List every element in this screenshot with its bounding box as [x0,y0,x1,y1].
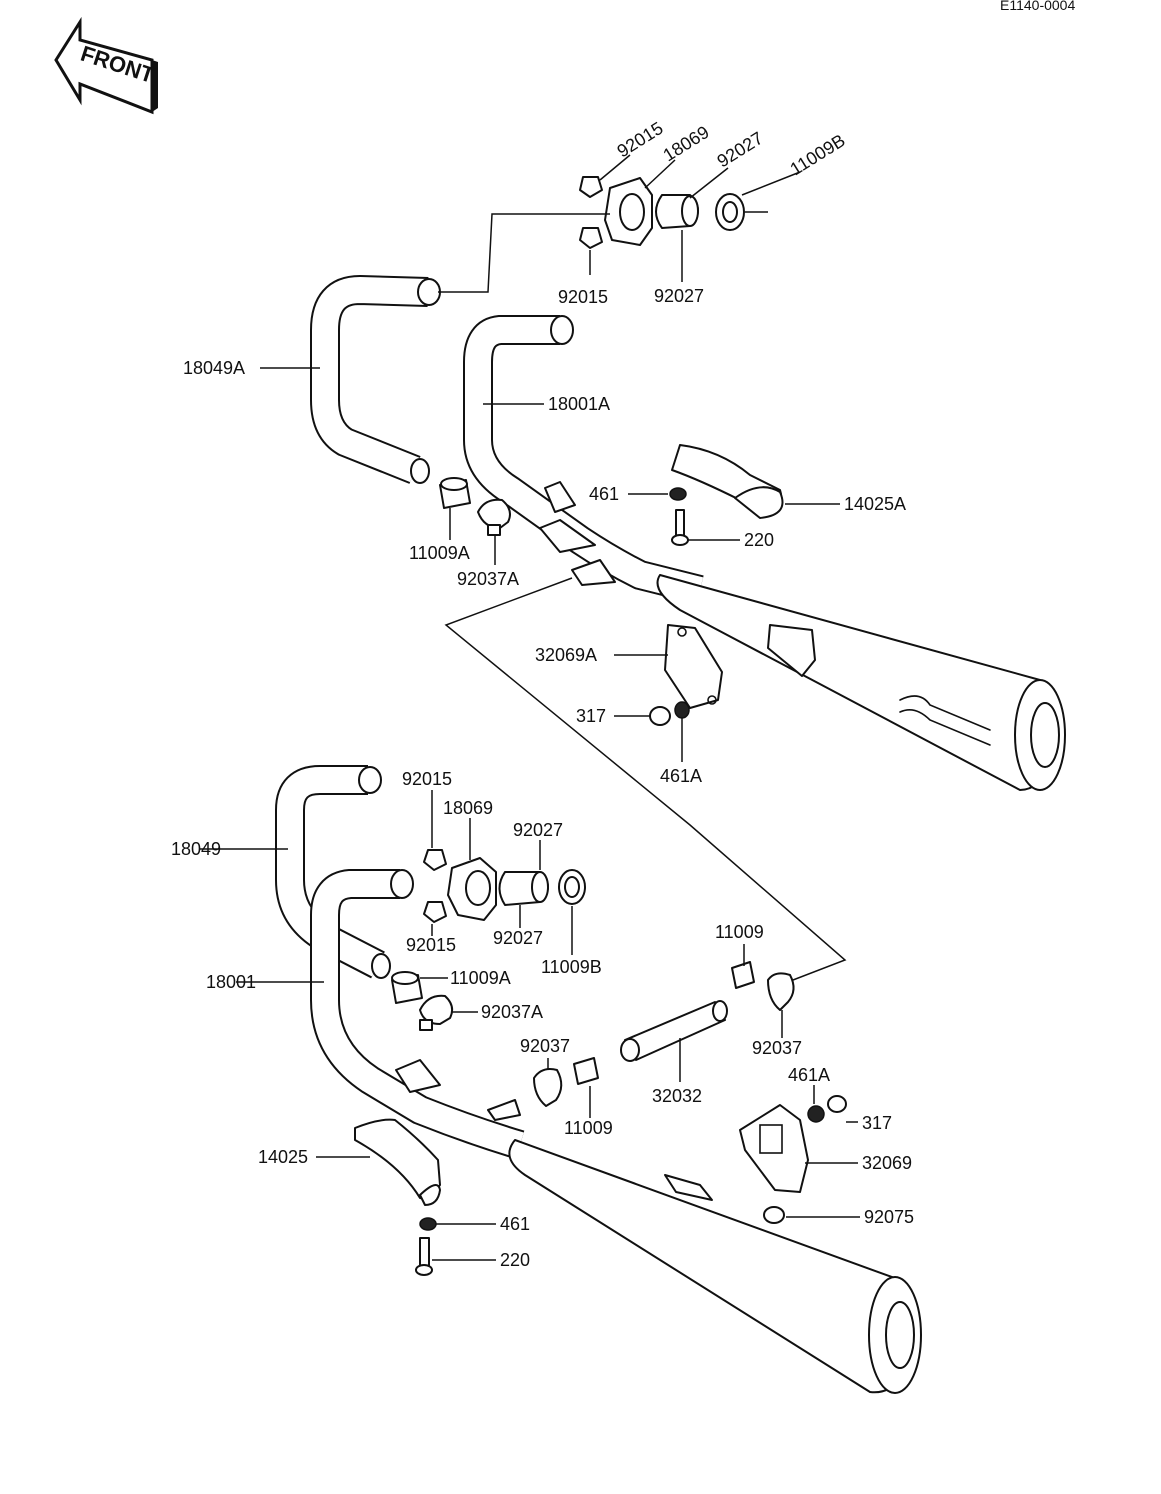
gasket-11009-left [573,1057,599,1085]
label-220-top: 220 [744,530,774,550]
label-18001: 18001 [206,972,256,992]
label-461A-top: 461A [660,766,702,786]
label-14025A: 14025A [844,494,906,514]
washer-461-bottom [419,1217,437,1231]
label-317-bottom: 317 [862,1113,892,1133]
label-92037-right: 92037 [752,1038,802,1058]
label-14025: 14025 [258,1147,308,1167]
connector-pipe-32032 [620,1000,728,1062]
label-18069-bottom: 18069 [443,798,493,818]
label-18049A: 18049A [183,358,245,378]
exhaust-pipe-18049A [310,275,441,484]
label-92027-lower-bottom: 92027 [493,928,543,948]
clamp-92037-right [767,972,795,1011]
label-92015-lower: 92015 [558,287,608,307]
muffler-top [656,574,1066,791]
label-92037A-top: 92037A [457,569,519,589]
reference-code: E1140-0004 [1000,0,1075,13]
bolt-220-top [671,509,689,546]
clamp-92037-left [533,1068,563,1107]
label-461-top: 461 [589,484,619,504]
flange-to-pipe-line [438,213,610,293]
washer-461A-bottom [807,1105,825,1123]
heat-guard-14025A [671,444,784,519]
label-92037A-bottom: 92037A [481,1002,543,1022]
bracket-32069A [664,624,816,709]
label-32069A: 32069A [535,645,597,665]
label-11009A-top: 11009A [409,543,470,563]
gasket-11009-right [731,961,755,989]
label-92027-upper-bottom: 92027 [513,820,563,840]
label-317-top: 317 [576,706,606,726]
nut-317-bottom [827,1095,847,1113]
label-92037-left: 92037 [520,1036,570,1056]
label-18049: 18049 [171,839,221,859]
washer-461-top [669,487,687,501]
assembly-connection-line [444,577,847,986]
flange-group-top [579,176,745,249]
label-11009B-bottom: 11009B [541,957,602,977]
label-92075: 92075 [864,1207,914,1227]
label-92015-lower-bottom: 92015 [406,935,456,955]
label-92015-upper-bottom: 92015 [402,769,452,789]
muffler-bottom [508,1139,922,1394]
flange-group-bottom [423,849,586,923]
nut-317-top [649,706,671,726]
exhaust-pipe-18001A [463,315,704,605]
clamp-92037A-top [477,498,511,536]
label-11009B-top: 11009B [787,130,849,179]
label-11009-right: 11009 [715,922,764,942]
exhaust-pipe-18049 [275,765,391,979]
gasket-11009A-top [439,477,471,509]
label-461A-bottom: 461A [788,1065,830,1085]
washer-461A-top [674,701,690,719]
label-18069-top: 18069 [660,122,713,165]
label-92027-upper: 92027 [714,128,767,171]
grommet-92075 [763,1206,785,1224]
bottom-leaders [200,790,860,1261]
gasket-11009A-bottom [391,971,423,1004]
top-leaders [260,154,840,762]
label-461-bottom: 461 [500,1214,530,1234]
label-220-bottom: 220 [500,1250,530,1270]
exhaust-pipe-18001 [310,869,525,1160]
label-18001A: 18001A [548,394,610,414]
label-32032: 32032 [652,1086,702,1106]
bracket-32069 [739,1104,809,1193]
clamp-92037A-bottom [419,994,454,1031]
label-11009A-bottom: 11009A [450,968,511,988]
front-direction-arrow-icon: FRONT [54,16,158,115]
label-92015-upper: 92015 [614,118,667,161]
label-32069: 32069 [862,1153,912,1173]
label-92027-lower: 92027 [654,286,704,306]
bolt-220-bottom [415,1237,433,1276]
heat-guard-14025 [354,1118,441,1206]
label-11009-left: 11009 [564,1118,613,1138]
